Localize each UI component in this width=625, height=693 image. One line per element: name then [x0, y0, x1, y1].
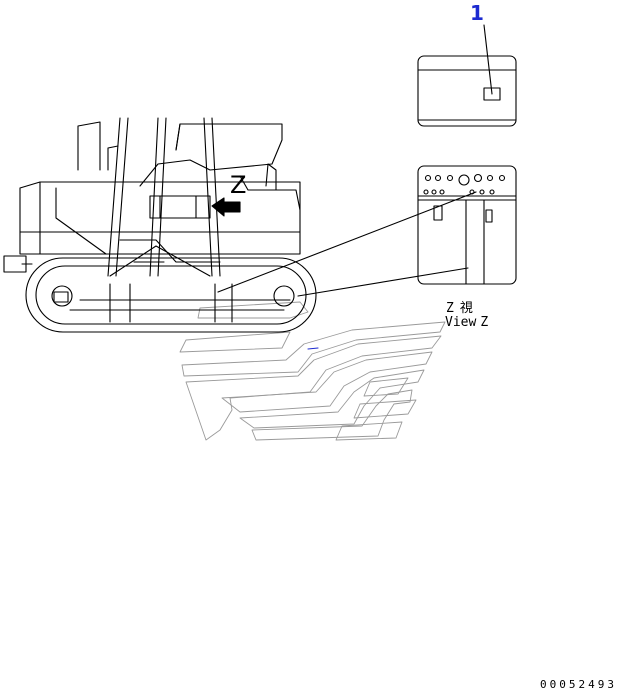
view-leader-lines	[217, 191, 477, 297]
crawler-track	[25, 257, 317, 333]
view-letter: Z	[480, 315, 489, 330]
logo-small-mark	[307, 347, 319, 350]
view-word: View	[445, 315, 477, 330]
label-plate-1	[417, 55, 517, 127]
view-z-label-jp: Z視	[446, 297, 479, 316]
machine-side-view: Z	[3, 117, 317, 333]
view-z-control-panel	[417, 165, 517, 285]
drawing-number: 00052493	[540, 678, 617, 691]
forward-direction-arrow-icon	[211, 197, 241, 217]
view-z-letter-jp: Z	[446, 301, 460, 316]
background-logo-graphic	[179, 301, 446, 441]
view-z-kanji: 視	[459, 301, 479, 316]
callout-number-1: 1	[470, 1, 484, 25]
section-z-mark: Z	[230, 171, 246, 199]
callout-leader-line	[483, 24, 493, 95]
